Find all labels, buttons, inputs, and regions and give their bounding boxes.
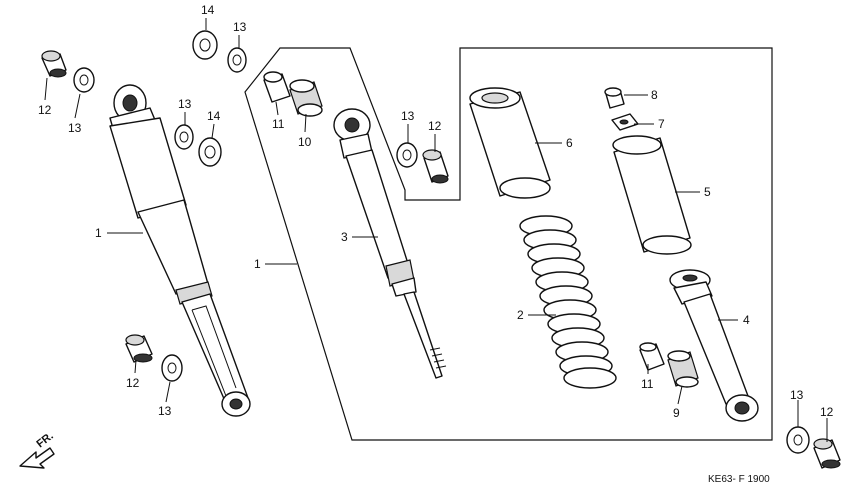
callout-7: 7: [658, 117, 665, 131]
callout-8: 8: [651, 88, 658, 102]
cap-nut-box: [422, 149, 449, 184]
bush-bottom: [667, 350, 699, 388]
callout-5: 5: [704, 185, 711, 199]
callout-1-left: 1: [95, 226, 102, 240]
callout-13-top: 13: [233, 20, 247, 34]
exploded-view-outline: [244, 47, 773, 441]
callout-2: 2: [517, 308, 524, 322]
damper: [333, 108, 447, 379]
washer-top-left: [73, 67, 95, 93]
lock-nut-8: [604, 87, 625, 109]
diagram-code: KE63- F 1900: [708, 474, 770, 485]
callout-6: 6: [566, 136, 573, 150]
callout-13-box: 13: [401, 109, 415, 123]
callout-13-bottom-right: 13: [790, 388, 804, 402]
collar-bottom: [639, 342, 665, 371]
callout-12-box: 12: [428, 119, 442, 133]
callout-9: 9: [673, 406, 680, 420]
collar-top: [263, 71, 291, 103]
lower-joint: [669, 269, 759, 422]
stopper-7: [611, 113, 639, 131]
callout-12-top-left: 12: [38, 103, 52, 117]
callout-3: 3: [341, 230, 348, 244]
cap-nut-top-left: [41, 50, 67, 78]
washer-top-13: [227, 47, 247, 73]
bush-top: [289, 79, 323, 117]
callout-14-top: 14: [201, 3, 215, 17]
front-label: FR.: [34, 430, 55, 450]
washer-mid-14: [198, 137, 222, 167]
callout-13-bottom-left: 13: [158, 404, 172, 418]
cap-nut-bottom-right: [813, 438, 841, 469]
washer-mid-13: [174, 124, 194, 150]
callout-1-box: 1: [254, 257, 261, 271]
callout-4: 4: [743, 313, 750, 327]
leader-lines: [44, 18, 828, 442]
callout-11-bottom: 11: [641, 377, 654, 391]
front-direction-arrow-icon: [19, 447, 55, 469]
washer-bottom-left: [161, 354, 183, 382]
callout-12-bottom-left: 12: [126, 376, 140, 390]
callout-12-bottom-right: 12: [820, 405, 834, 419]
callout-10: 10: [298, 135, 312, 149]
callout-11-top: 11: [272, 117, 285, 131]
washer-box-13: [396, 142, 418, 168]
assembled-shock-absorber: [109, 84, 251, 417]
washer-top-14: [192, 30, 218, 60]
callout-13-top-left: 13: [68, 121, 82, 135]
coil-spring: [519, 215, 617, 389]
callout-14-mid: 14: [207, 109, 221, 123]
callout-13-mid: 13: [178, 97, 192, 111]
spring-guide-tube: [612, 135, 692, 255]
rubber-cover: [469, 87, 551, 199]
cap-nut-bottom-left: [125, 334, 153, 363]
washer-bottom-right: [786, 426, 810, 454]
